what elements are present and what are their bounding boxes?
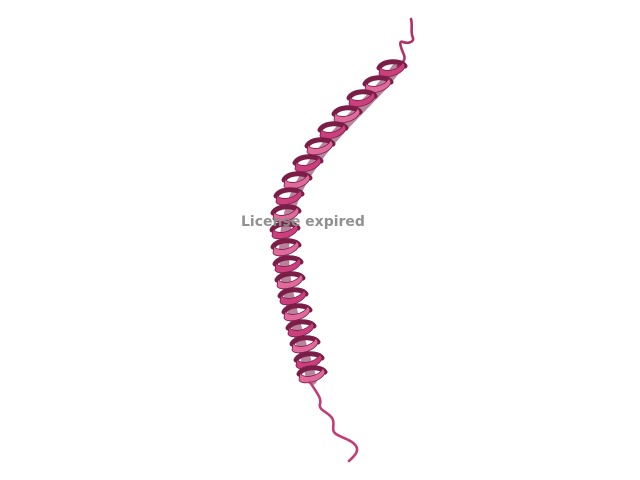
helix-turn-front xyxy=(276,273,304,290)
alpha-helix xyxy=(269,59,408,384)
helix-turn-front xyxy=(272,206,300,223)
helix-turn-front xyxy=(275,189,303,206)
helix-turn-front xyxy=(298,367,326,384)
helix-turn-front xyxy=(319,123,347,140)
helix-turn-front xyxy=(279,289,307,306)
helix-turn-front xyxy=(378,61,406,78)
helix-turn-front xyxy=(272,240,300,257)
helix-turn-front xyxy=(333,107,361,124)
helix-turn-front xyxy=(274,257,302,274)
helix-turn-front xyxy=(271,223,299,240)
helix-turn-front xyxy=(294,156,322,173)
helix-turn-front xyxy=(283,305,311,322)
helix-turn-front xyxy=(291,337,319,354)
helix-turn-front xyxy=(283,173,311,190)
n-terminal-coil xyxy=(396,17,415,68)
helix-turn-front xyxy=(364,77,392,94)
helix-turn-front xyxy=(287,321,315,338)
helix-turn-front xyxy=(306,139,334,156)
helix-turn-front xyxy=(348,91,376,108)
c-terminal-coil xyxy=(308,380,359,463)
